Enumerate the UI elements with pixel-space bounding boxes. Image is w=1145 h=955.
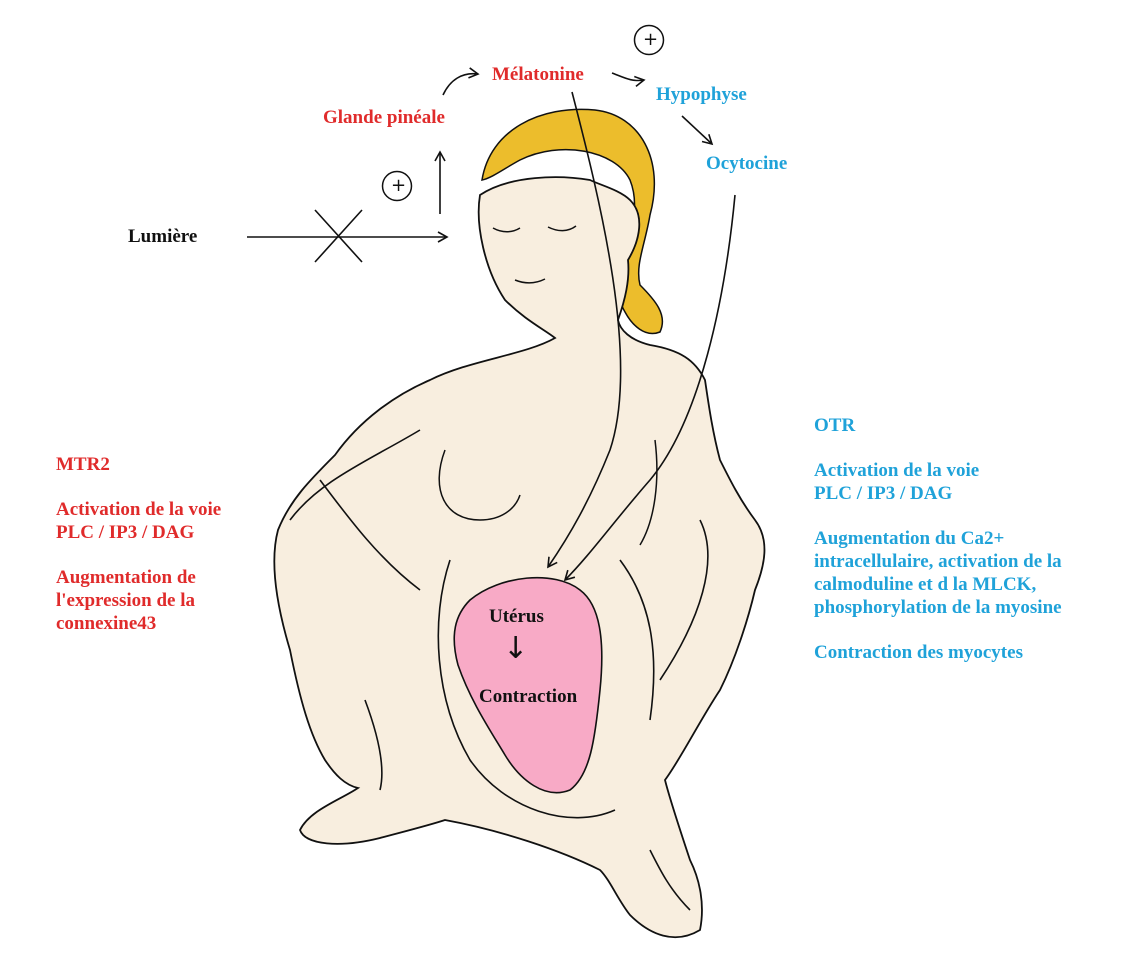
calcium-line4: phosphorylation de la myosine [814,596,1062,619]
otr-activation-line1: Activation de la voie [814,459,1062,482]
plus-symbol-melatonin: + [643,28,658,51]
otr-receptor: OTR [814,414,1062,437]
calcium-line2: intracellulaire, activation de la [814,550,1062,573]
myocyte-contraction: Contraction des myocytes [814,641,1062,664]
pituitary-to-oxytocin-arrow [682,116,712,144]
uterus-label: Utérus [489,605,544,628]
mtr2-activation-line2: PLC / IP3 / DAG [56,521,221,544]
calcium-line1: Augmentation du Ca2+ [814,527,1062,550]
melatonin-effects-block: MTR2 Activation de la voie PLC / IP3 / D… [56,453,221,657]
uterus-arrow: ↓ [503,634,528,664]
pituitary-label: Hypophyse [656,83,747,106]
calcium-line3: calmoduline et d la MLCK, [814,573,1062,596]
connexin-line1: Augmentation de [56,566,221,589]
contraction-label: Contraction [479,685,577,708]
mtr2-receptor: MTR2 [56,453,221,476]
light-label: Lumière [128,225,197,248]
melatonin-label: Mélatonine [492,63,584,86]
oxytocin-label: Ocytocine [706,152,787,175]
connexin-line3: connexine43 [56,612,221,635]
connexin-line2: l'expression de la [56,589,221,612]
pineal-to-melatonin-arrow [443,74,478,95]
melatonin-to-pituitary-arrow [612,73,644,81]
plus-symbol-light: + [391,174,406,197]
block-cross [315,210,362,262]
otr-activation-line2: PLC / IP3 / DAG [814,482,1062,505]
pineal-gland-label: Glande pinéale [323,106,445,129]
mtr2-activation-line1: Activation de la voie [56,498,221,521]
oxytocin-effects-block: OTR Activation de la voie PLC / IP3 / DA… [814,414,1062,686]
body-shape [274,177,764,937]
